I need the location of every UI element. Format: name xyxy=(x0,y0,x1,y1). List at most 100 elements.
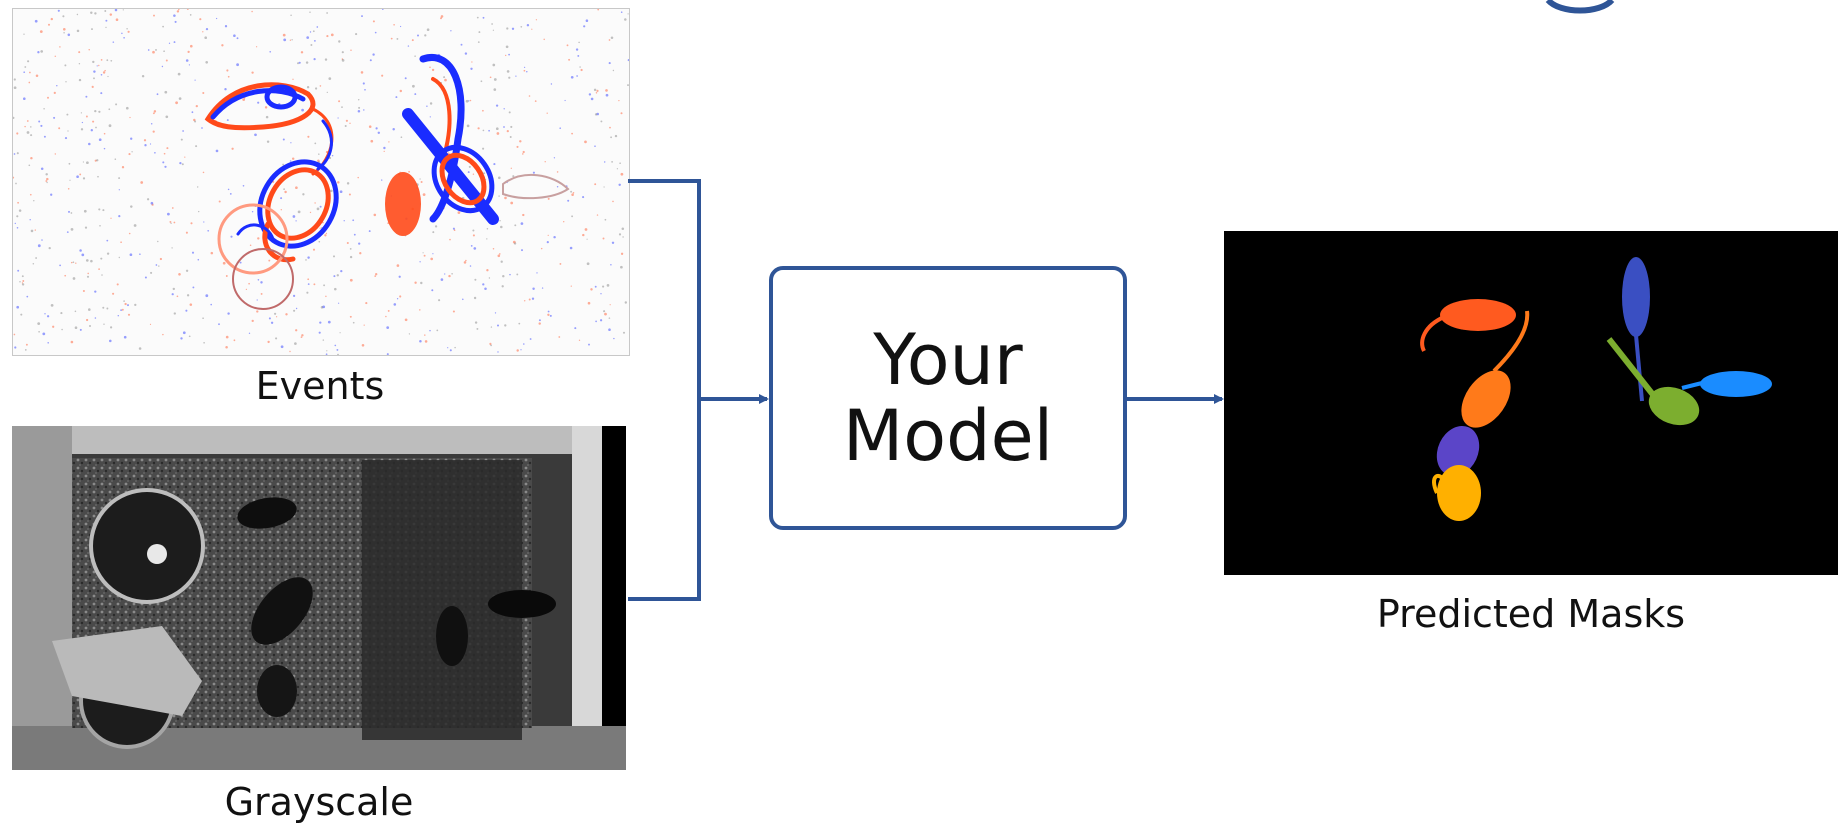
event-noise-dot xyxy=(502,274,505,278)
event-noise-dot xyxy=(191,251,195,254)
event-noise-dot xyxy=(54,55,57,58)
event-noise-dot xyxy=(195,145,198,148)
event-noise-dot xyxy=(182,331,186,335)
event-noise-dot xyxy=(620,265,623,269)
event-noise-dot xyxy=(312,30,315,33)
event-noise-dot xyxy=(153,14,155,17)
event-noise-dot xyxy=(310,44,313,46)
event-noise-dot xyxy=(227,188,230,191)
event-noise-dot xyxy=(188,335,191,338)
event-noise-dot xyxy=(50,304,54,307)
event-noise-dot xyxy=(492,63,496,67)
event-noise-dot xyxy=(65,81,67,83)
event-noise-dot xyxy=(493,163,496,166)
event-noise-dot xyxy=(16,132,19,135)
event-noise-dot xyxy=(16,215,19,218)
event-noise-dot xyxy=(194,120,197,123)
event-noise-dot xyxy=(76,13,79,16)
event-noise-dot xyxy=(35,257,38,259)
event-noise-dot xyxy=(23,33,25,35)
event-noise-dot xyxy=(70,212,73,214)
event-noise-dot xyxy=(504,324,507,327)
event-noise-dot xyxy=(547,197,550,200)
event-noise-dot xyxy=(202,91,205,95)
event-noise-dot xyxy=(23,71,26,74)
event-noise-dot xyxy=(260,292,263,295)
event-noise-dot xyxy=(618,183,621,187)
event-noise-dot xyxy=(579,66,581,68)
event-noise-dot xyxy=(30,134,33,137)
event-noise-dot xyxy=(609,126,611,129)
event-noise-dot xyxy=(59,46,61,48)
event-noise-dot xyxy=(127,313,131,316)
event-noise-dot xyxy=(622,236,624,238)
event-noise-dot xyxy=(590,288,593,291)
event-noise-dot xyxy=(319,85,322,87)
event-noise-dot xyxy=(429,102,433,105)
event-noise-dot xyxy=(515,75,517,77)
event-noise-dot xyxy=(482,147,485,150)
event-noise-dot xyxy=(264,106,268,109)
event-noise-dot xyxy=(37,244,41,248)
event-noise-dot xyxy=(199,18,202,21)
event-noise-dot xyxy=(150,123,153,125)
event-noise-dot xyxy=(538,319,541,322)
event-noise-dot xyxy=(302,193,305,196)
event-noise-dot xyxy=(126,28,128,30)
event-noise-dot xyxy=(222,261,226,265)
event-noise-dot xyxy=(578,41,580,44)
event-noise-dot xyxy=(13,333,16,336)
event-noise-dot xyxy=(34,229,36,231)
event-noise-dot xyxy=(251,211,254,213)
event-noise-dot xyxy=(230,235,233,238)
event-noise-dot xyxy=(45,173,48,176)
event-noise-dot xyxy=(490,344,492,347)
event-noise-dot xyxy=(431,289,434,292)
event-noise-dot xyxy=(13,153,16,155)
event-noise-dot xyxy=(473,296,477,300)
event-noise-dot xyxy=(90,129,93,132)
event-noise-dot xyxy=(337,181,340,184)
event-noise-dot xyxy=(54,153,56,155)
event-noise-dot xyxy=(86,161,89,165)
mouse xyxy=(257,665,297,717)
event-noise-dot xyxy=(596,214,599,216)
event-noise-dot xyxy=(225,345,228,349)
event-noise-dot xyxy=(176,10,180,13)
event-noise-dot xyxy=(293,309,296,312)
event-noise-dot xyxy=(14,222,16,225)
event-noise-dot xyxy=(79,249,82,252)
event-noise-dot xyxy=(600,293,602,295)
event-noise-dot xyxy=(486,238,488,240)
event-noise-dot xyxy=(383,146,386,150)
event-noise-dot xyxy=(173,221,176,224)
event-noise-dot xyxy=(559,127,561,129)
event-noise-dot xyxy=(338,100,341,103)
event-noise-dot xyxy=(245,288,248,291)
event-noise-dot xyxy=(194,79,196,81)
event-noise-dot xyxy=(13,116,15,120)
event-noise-dot xyxy=(29,193,32,196)
event-noise-dot xyxy=(88,308,91,311)
event-noise-dot xyxy=(597,9,600,11)
event-noise-dot xyxy=(191,111,194,114)
event-noise-dot xyxy=(102,71,106,74)
event-noise-dot xyxy=(156,93,159,96)
mask-region xyxy=(1700,371,1772,397)
event-noise-dot xyxy=(224,88,227,91)
event-noise-dot xyxy=(497,351,499,353)
event-noise-dot xyxy=(267,340,270,344)
event-noise-dot xyxy=(25,343,28,346)
event-noise-dot xyxy=(414,93,417,96)
event-noise-dot xyxy=(188,64,191,66)
event-noise-dot xyxy=(66,231,69,233)
model-label: Your Model xyxy=(842,319,1054,477)
event-noise-dot xyxy=(618,99,620,102)
event-noise-dot xyxy=(99,225,101,227)
event-noise-dot xyxy=(98,208,101,211)
event-noise-dot xyxy=(432,231,435,234)
event-noise-dot xyxy=(163,152,166,155)
event-noise-dot xyxy=(465,259,467,262)
event-noise-dot xyxy=(301,334,304,337)
event-contour xyxy=(419,54,465,223)
